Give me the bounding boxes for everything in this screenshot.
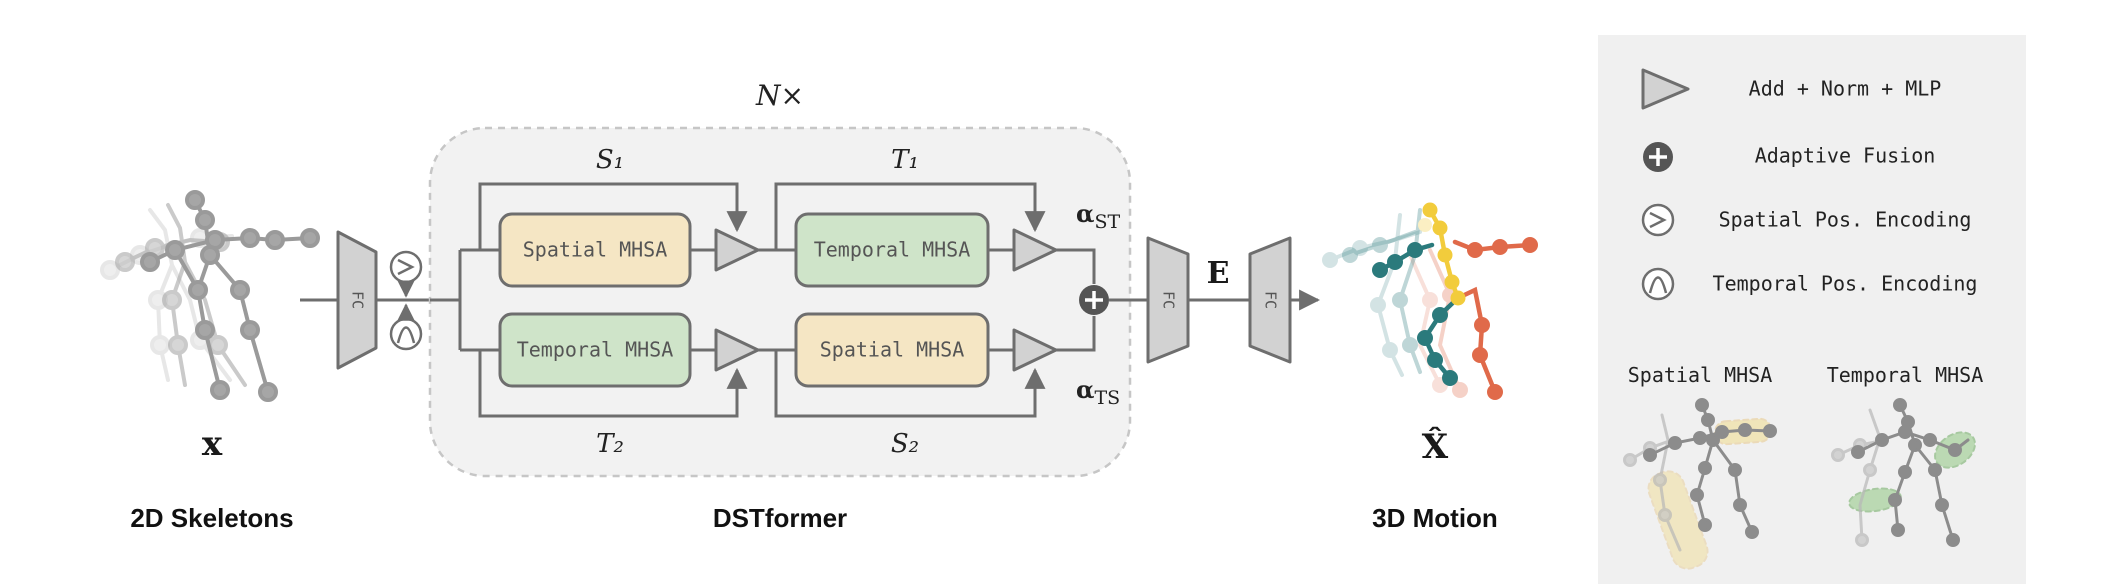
legend-label-spatial-pos: Spatial Pos. Encoding <box>1719 208 1972 232</box>
top-add-norm-mlp-1 <box>714 228 760 272</box>
input-symbol: x <box>202 424 223 464</box>
top-t-label: T₁ <box>891 145 919 175</box>
input-caption: 2D Skeletons <box>130 503 293 533</box>
triangle-icon <box>1641 68 1690 110</box>
top-s-label: S₁ <box>596 145 624 175</box>
alpha-st-label: αST <box>1076 199 1120 233</box>
bottom-spatial-mhsa-label: Spatial MHSA <box>820 338 965 362</box>
bottom-add-norm-mlp-2 <box>1012 328 1058 372</box>
plus-circle-icon <box>1643 142 1673 172</box>
temporal-attention-skeleton-icon <box>1831 398 1976 547</box>
spatial-pos-encoding-icon <box>389 250 423 284</box>
top-spatial-mhsa-label: Spatial MHSA <box>523 238 668 262</box>
bottom-s-label: S₂ <box>891 429 919 459</box>
spatial-attention-skeleton-icon <box>1623 398 1777 570</box>
temporal-pos-icon <box>1641 267 1675 301</box>
temporal-pos-encoding-icon <box>389 317 423 351</box>
legend-label-temporal-pos: Temporal Pos. Encoding <box>1713 272 1978 296</box>
bottom-add-norm-mlp-1 <box>714 328 760 372</box>
fc-label-2: FC <box>1160 291 1178 309</box>
legend-label-add-norm-mlp: Add + Norm + MLP <box>1749 77 1942 101</box>
spatial-pos-icon <box>1641 203 1675 237</box>
block-caption: DSTformer <box>713 503 847 533</box>
output-caption: 3D Motion <box>1372 503 1498 533</box>
embedding-symbol: E <box>1207 256 1230 291</box>
dstformer-block <box>428 126 1132 478</box>
repeat-label: N× <box>755 79 804 112</box>
top-add-norm-mlp-2 <box>1012 228 1058 272</box>
input-skeleton-icon <box>100 190 320 402</box>
legend-temporal-caption: Temporal MHSA <box>1827 363 1984 387</box>
top-temporal-mhsa-label: Temporal MHSA <box>814 238 971 262</box>
alpha-ts-label: αTS <box>1076 375 1120 409</box>
fc-layer-embed <box>1146 236 1190 364</box>
legend-panel <box>1598 35 2026 584</box>
fc-layer-input <box>336 230 378 370</box>
legend-label-adaptive-fusion: Adaptive Fusion <box>1755 144 1936 168</box>
fc-layer-output <box>1248 236 1292 364</box>
adaptive-fusion-icon <box>1079 285 1109 315</box>
legend-spatial-caption: Spatial MHSA <box>1628 363 1773 387</box>
bottom-temporal-mhsa-label: Temporal MHSA <box>517 338 674 362</box>
fc-label-3: FC <box>1262 291 1280 309</box>
output-skeleton-icon <box>1322 202 1538 400</box>
bottom-t-label: T₂ <box>596 429 624 459</box>
fc-label-1: FC <box>349 291 367 309</box>
output-symbol: X̂ <box>1422 426 1449 467</box>
